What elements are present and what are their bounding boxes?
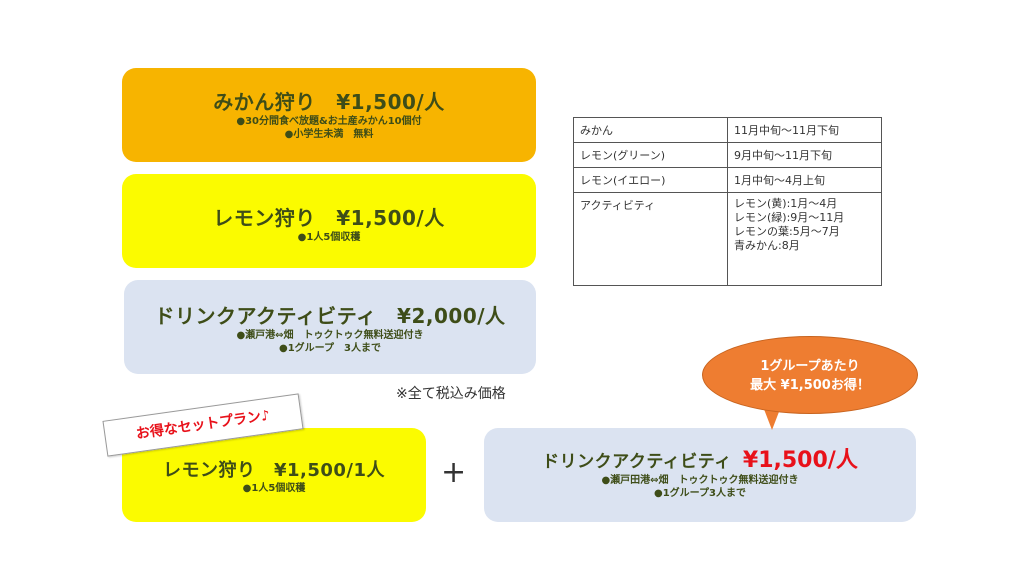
mikan-note-1: ●30分間食べ放題&お土産みかん10個付 — [236, 116, 422, 127]
lemon-picking-card: レモン狩り ¥1,500/人 ●1人5個収穫 — [122, 174, 536, 268]
bubble-line-1: 1グループあたり — [760, 359, 860, 374]
drink-activity-card: ドリンクアクティビティ ¥2,000/人 ●瀬戸港⇔畑 トゥクトゥク無料送迎付き… — [124, 280, 536, 374]
set-lemon-note: ●1人5個収穫 — [242, 483, 306, 494]
table-cell-period: 1月中旬〜4月上旬 — [727, 167, 882, 193]
mikan-picking-card: みかん狩り ¥1,500/人 ●30分間食べ放題&お土産みかん10個付 ●小学生… — [122, 68, 536, 162]
set-drink-note-2: ●1グループ3人まで — [653, 488, 747, 499]
table-cell-item: レモン(グリーン) — [573, 142, 728, 168]
table-row: レモン(グリーン) 9月中旬〜11月下旬 — [573, 142, 882, 168]
savings-bubble: 1グループあたり 最大 ¥1,500お得！ — [702, 336, 918, 414]
season-table: みかん 11月中旬〜11月下旬 レモン(グリーン) 9月中旬〜11月下旬 レモン… — [573, 117, 882, 286]
drink-note-1: ●瀬戸港⇔畑 トゥクトゥク無料送迎付き — [236, 330, 424, 341]
table-cell-item: レモン(イエロー) — [573, 167, 728, 193]
tax-note: ※全て税込み価格 — [396, 386, 506, 402]
period-line: レモン(緑):9月〜11月 — [734, 211, 845, 224]
period-line: レモンの葉:5月〜7月 — [734, 225, 840, 238]
mikan-note-2: ●小学生未満 無料 — [284, 129, 374, 140]
drink-note-2: ●1グループ 3人まで — [278, 343, 382, 354]
mikan-title: みかん狩り ¥1,500/人 — [213, 90, 445, 114]
table-cell-item: アクティビティ — [573, 192, 728, 286]
plus-sign: + — [441, 455, 467, 490]
table-cell-period: 11月中旬〜11月下旬 — [727, 117, 882, 143]
table-row: レモン(イエロー) 1月中旬〜4月上旬 — [573, 167, 882, 193]
set-drink-title: ドリンクアクティビティ — [542, 452, 732, 472]
table-row: アクティビティ レモン(黄):1月〜4月 レモン(緑):9月〜11月 レモンの葉… — [573, 192, 882, 286]
set-drink-card: ドリンクアクティビティ ¥1,500/人 ●瀬戸田港⇔畑 トゥクトゥク無料送迎付… — [484, 428, 916, 522]
period-line: 青みかん:8月 — [734, 239, 800, 252]
set-drink-price: ¥1,500/人 — [742, 448, 858, 473]
table-cell-period: 9月中旬〜11月下旬 — [727, 142, 882, 168]
set-drink-note-1: ●瀬戸田港⇔畑 トゥクトゥク無料送迎付き — [601, 475, 799, 486]
lemon-title: レモン狩り ¥1,500/人 — [213, 206, 445, 230]
bubble-line-2: 最大 ¥1,500お得！ — [750, 378, 870, 393]
lemon-note-1: ●1人5個収穫 — [297, 232, 361, 243]
set-lemon-title: レモン狩り ¥1,500/1人 — [162, 460, 386, 481]
table-row: みかん 11月中旬〜11月下旬 — [573, 117, 882, 143]
table-cell-period: レモン(黄):1月〜4月 レモン(緑):9月〜11月 レモンの葉:5月〜7月 青… — [727, 192, 882, 286]
drink-title: ドリンクアクティビティ ¥2,000/人 — [154, 304, 506, 328]
period-line: レモン(黄):1月〜4月 — [734, 197, 838, 210]
table-cell-item: みかん — [573, 117, 728, 143]
